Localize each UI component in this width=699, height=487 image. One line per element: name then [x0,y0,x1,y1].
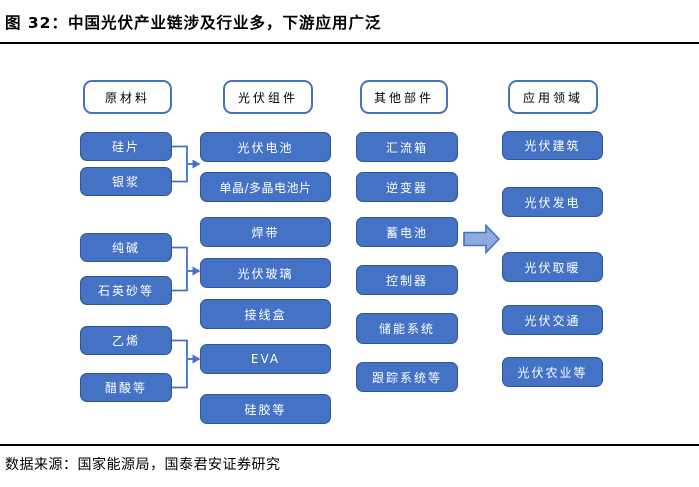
merge-connector-soda-quartz [172,246,193,292]
node-tracking-system: 跟踪系统等 [356,362,458,392]
node-combiner-box: 汇流箱 [356,132,458,162]
node-ethylene: 乙烯 [80,326,172,355]
node-quartz-sand: 石英砂等 [80,276,172,305]
node-storage-battery: 蓄电池 [356,217,458,247]
source-divider [0,444,699,446]
node-silicone: 硅胶等 [200,394,331,424]
node-soda-ash: 纯碱 [80,233,172,262]
node-eva: EVA [200,344,331,374]
block-arrow-icon [463,223,501,255]
node-silicon-wafer: 硅片 [80,132,172,161]
node-inverter: 逆变器 [356,172,458,202]
column-header-pv-modules: 光伏组件 [223,80,313,114]
node-junction-box: 接线盒 [200,299,331,329]
column-header-other-components: 其他部件 [360,80,448,114]
column-header-raw-materials: 原材料 [83,80,172,114]
column-header-application-fields: 应用领域 [508,80,598,114]
figure-title: 图 32：中国光伏产业链涉及行业多，下游应用广泛 [5,14,382,32]
node-pv-transportation: 光伏交通 [502,305,603,335]
node-pv-cell: 光伏电池 [200,132,331,162]
arrowhead-icon [192,159,201,169]
node-solder-ribbon: 焊带 [200,217,331,247]
node-acetic-acid: 醋酸等 [80,373,172,402]
node-silver-paste: 银浆 [80,167,172,196]
data-source: 数据来源：国家能源局，国泰君安证券研究 [5,457,281,473]
merge-connector-wafer-paste [172,145,193,183]
node-mono-poly-cell: 单晶/多晶电池片 [200,172,331,202]
node-pv-glass: 光伏玻璃 [200,258,331,288]
node-pv-agriculture: 光伏农业等 [502,357,603,387]
node-pv-heating: 光伏取暖 [502,252,603,282]
node-energy-storage-system: 储能系统 [356,313,458,344]
merge-connector-ethylene-acetic [172,339,193,389]
node-pv-power-generation: 光伏发电 [502,187,603,217]
node-pv-building: 光伏建筑 [502,131,603,160]
title-divider [0,42,699,44]
node-controller: 控制器 [356,265,458,295]
